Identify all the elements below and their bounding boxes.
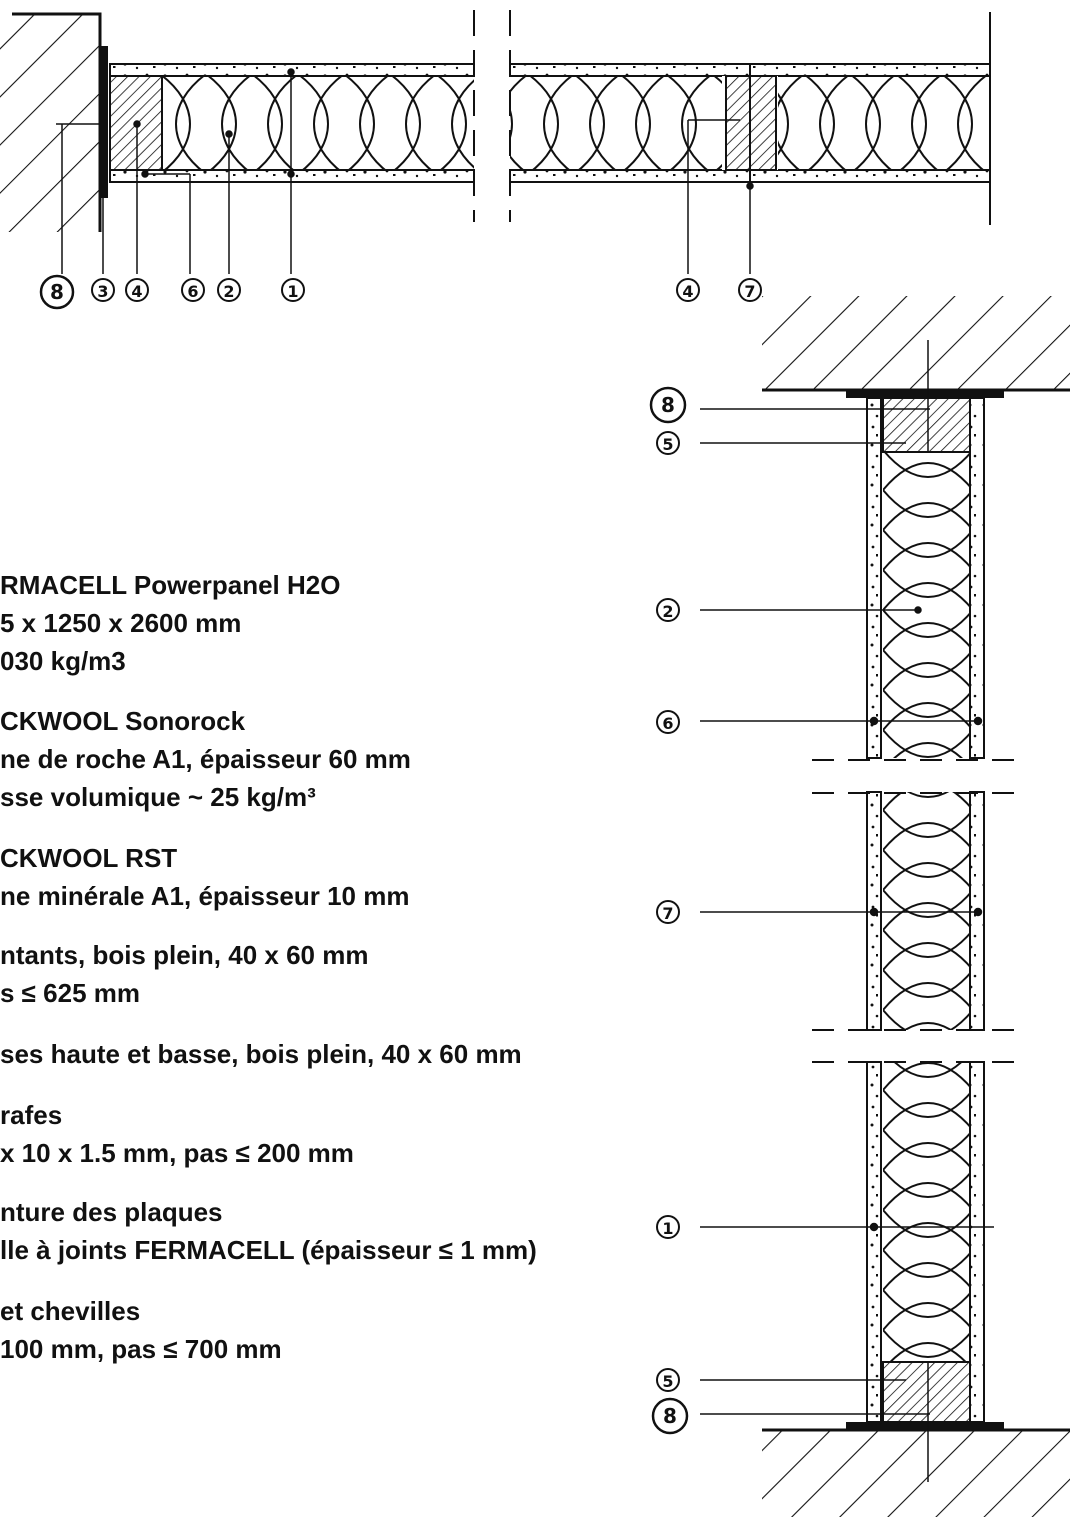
rst-strip: [100, 46, 108, 198]
plan-section: 8 3 4 6 2 1 4 7: [0, 10, 991, 310]
callout-1-vertical: 1: [662, 1219, 673, 1238]
callout-6-vertical: 6: [662, 714, 673, 733]
callout-4-plan: 4: [131, 282, 142, 301]
callout-5-top: 5: [662, 435, 673, 454]
callout-4-plan-right: 4: [682, 282, 693, 301]
legend-line: ntants, bois plein, 40 x 60 mm: [0, 940, 369, 970]
callout-7-vertical: 7: [662, 904, 673, 923]
legend-line: rafes: [0, 1100, 63, 1130]
floor-slab: [762, 1430, 1070, 1517]
insulation-vertical: [883, 452, 970, 758]
callout-7-plan: 7: [744, 282, 755, 301]
callout-8-top: 8: [661, 393, 675, 417]
legend-line: et chevilles: [0, 1296, 141, 1326]
callout-6-plan: 6: [187, 282, 198, 301]
callout-5-bottom: 5: [662, 1372, 673, 1391]
legend-line: ne de roche A1, épaisseur 60 mm: [0, 744, 411, 774]
insulation-plan-left: [160, 76, 474, 170]
existing-wall: [0, 14, 100, 232]
legend-item-2: CKWOOL Sonorock ne de roche A1, épaisseu…: [0, 702, 411, 816]
legend-item-1: RMACELL Powerpanel H2O 5 x 1250 x 2600 m…: [0, 566, 340, 680]
legend-item-8: et chevilles 100 mm, pas ≤ 700 mm: [0, 1292, 282, 1368]
legend-item-6: rafes x 10 x 1.5 mm, pas ≤ 200 mm: [0, 1096, 354, 1172]
legend-line: ses haute et basse, bois plein, 40 x 60 …: [0, 1039, 522, 1069]
legend-item-4: ntants, bois plein, 40 x 60 mm s ≤ 625 m…: [0, 936, 368, 1012]
legend-line: 030 kg/m3: [0, 646, 126, 676]
callout-1-plan: 1: [287, 282, 298, 301]
legend-item-5: ses haute et basse, bois plein, 40 x 60 …: [0, 1035, 522, 1073]
legend-line: 5 x 1250 x 2600 mm: [0, 608, 242, 638]
vertical-section: 8 5 2 6 7 1 5 8: [649, 296, 1070, 1517]
legend-line: RMACELL Powerpanel H2O: [0, 570, 341, 600]
callout-8-bottom: 8: [663, 1404, 677, 1428]
callout-8-plan: 8: [50, 280, 64, 304]
legend-line: s ≤ 625 mm: [0, 978, 141, 1008]
legend-line: CKWOOL RST: [0, 843, 178, 873]
legend-line: nture des plaques: [0, 1197, 223, 1227]
callout-2-plan: 2: [223, 282, 234, 301]
legend-item-7: nture des plaques lle à joints FERMACELL…: [0, 1193, 537, 1269]
top-rail: [882, 397, 971, 453]
legend-line: sse volumique ~ 25 kg/m³: [0, 782, 316, 812]
bottom-rail: [882, 1361, 971, 1423]
legend-line: 100 mm, pas ≤ 700 mm: [0, 1334, 282, 1364]
callout-3-plan: 3: [97, 282, 108, 301]
legend-line: CKWOOL Sonorock: [0, 706, 246, 736]
legend-line: ne minérale A1, épaisseur 10 mm: [0, 881, 410, 911]
legend-line: x 10 x 1.5 mm, pas ≤ 200 mm: [0, 1138, 354, 1168]
legend-item-3: CKWOOL RST ne minérale A1, épaisseur 10 …: [0, 839, 409, 915]
legend-line: lle à joints FERMACELL (épaisseur ≤ 1 mm…: [0, 1235, 537, 1265]
callout-2-vertical: 2: [662, 602, 673, 621]
ceiling-slab: [762, 296, 1070, 390]
